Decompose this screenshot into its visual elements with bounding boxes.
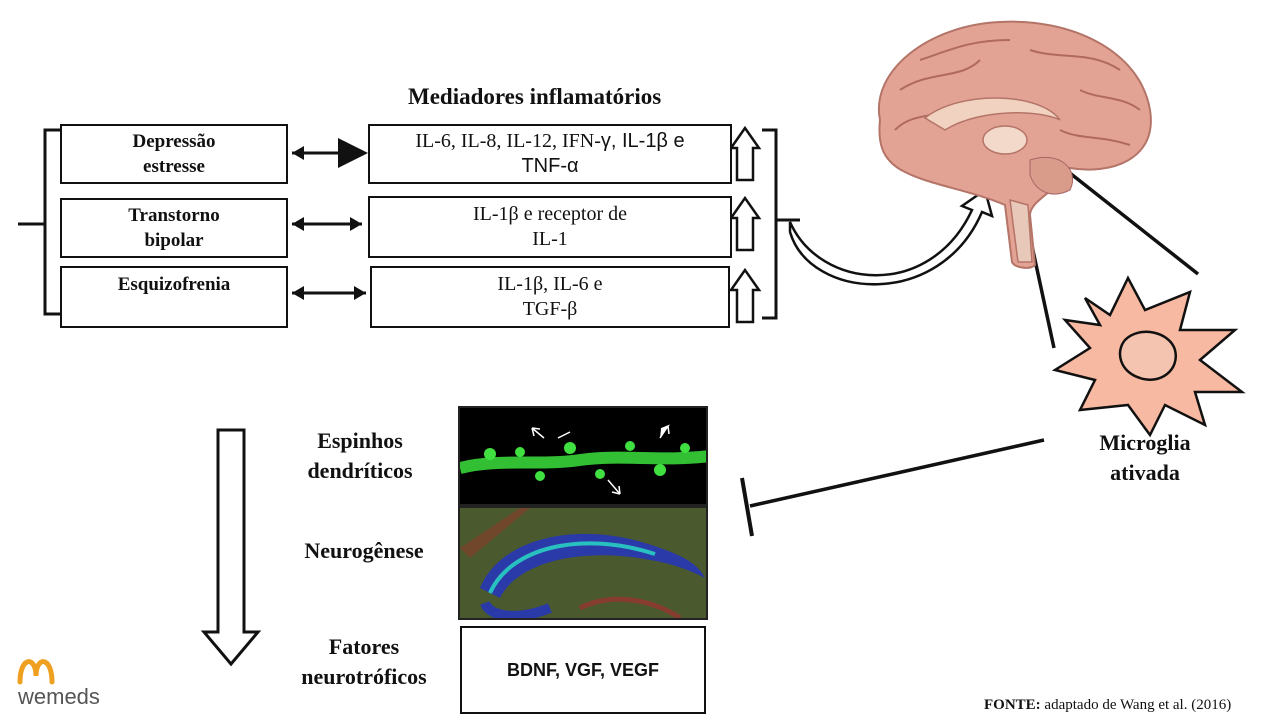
source-text: adaptado de Wang et al. (2016) [1040, 697, 1232, 713]
disorder-depression-line1: Depressão [132, 131, 216, 152]
neurotrophic-factors-text: BDNF, VGF, VEGF [506, 659, 659, 680]
disorder-box-schizophrenia: Esquizofrenia [60, 266, 288, 328]
neurotrophic-factors-box: BDNF, VGF, VEGF [460, 626, 706, 714]
mediator-1-line2: TNF-α [521, 155, 579, 177]
wemeds-logo-text: wemeds [18, 684, 100, 709]
disorder-box-depression: Depressão estresse [60, 124, 288, 184]
source-citation: FONTE: adaptado de Wang et al. (2016) [984, 697, 1231, 714]
disorder-bipolar-line1: Transtorno [128, 205, 220, 226]
microglia-label: Microglia ativada [1099, 430, 1191, 485]
dendritic-spines-image [458, 406, 708, 506]
mediator-2-line2: IL-1 [532, 228, 568, 250]
neurogenesis-label: Neurogênese [304, 538, 424, 563]
mediator-3-line1: IL-1β, IL-6 e [497, 273, 603, 295]
spines-label: Espinhos dendríticos [307, 428, 413, 483]
wemeds-logo: wemeds [14, 652, 114, 712]
disorder-schizophrenia-line1: Esquizofrenia [117, 274, 231, 295]
source-label: FONTE: [984, 697, 1041, 713]
wemeds-logo-icon [17, 659, 55, 685]
mediator-box-2: IL-1β e receptor de IL-1 [368, 196, 732, 258]
disorder-depression-line2: estresse [143, 156, 205, 177]
neurotrophic-factors-label: Fatores neurotróficos [301, 634, 427, 689]
mediator-2-line1: IL-1β e receptor de [473, 203, 627, 225]
mediator-box-1: IL-6, IL-8, IL-12, IFN-γ, IL-1β e TNF-α [368, 124, 732, 184]
mediator-3-line2: TGF-β [522, 298, 578, 320]
mediator-box-3: IL-1β, IL-6 e TGF-β [370, 266, 730, 328]
disorder-box-bipolar: Transtorno bipolar [60, 198, 288, 258]
diagram-title: Mediadores inflamatórios [408, 84, 662, 109]
disorder-bipolar-line2: bipolar [144, 230, 204, 251]
mediator-1-line1: IL-6, IL-8, IL-12, IFN-γ, IL-1β e [415, 130, 685, 152]
neurogenesis-image [458, 506, 708, 620]
